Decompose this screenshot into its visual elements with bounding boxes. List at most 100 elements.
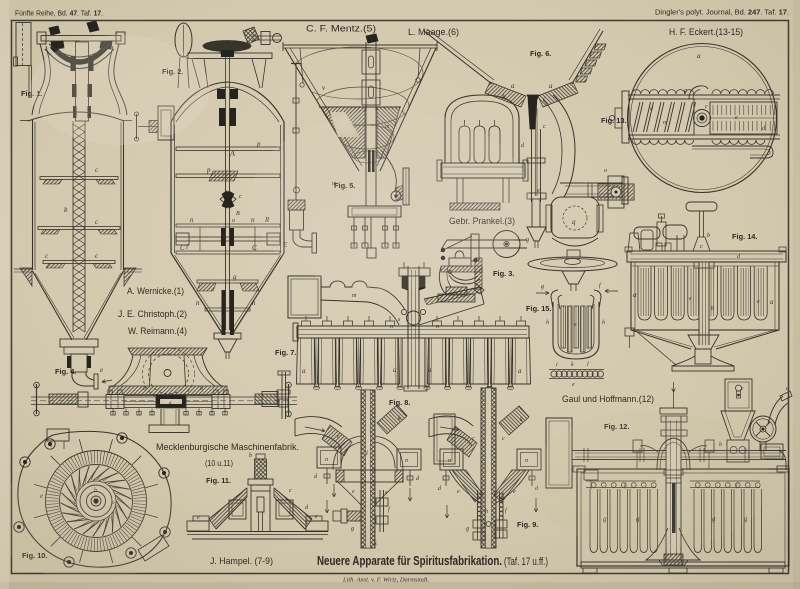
svg-text:Fig. 3.: Fig. 3.	[493, 269, 514, 278]
svg-text:h: h	[546, 320, 549, 326]
svg-text:a: a	[511, 82, 515, 90]
svg-text:e: e	[513, 489, 516, 495]
svg-text:e: e	[735, 115, 738, 121]
svg-text:Lith. Anst. v. F. Wirtz, Darms: Lith. Anst. v. F. Wirtz, Darmstadt.	[342, 578, 429, 584]
svg-text:g: g	[712, 515, 716, 523]
svg-text:Fig. 2.: Fig. 2.	[162, 67, 183, 76]
svg-text:(10 u.11): (10 u.11)	[205, 459, 233, 468]
svg-text:s: s	[398, 317, 401, 323]
svg-text:b: b	[94, 488, 97, 494]
svg-text:e: e	[197, 515, 200, 521]
svg-text:C. F. Mentz.(5): C. F. Mentz.(5)	[306, 24, 376, 34]
svg-text:k: k	[374, 541, 377, 547]
svg-text:c: c	[472, 436, 475, 442]
svg-text:A: A	[229, 149, 235, 158]
svg-text:Fig. 7.: Fig. 7.	[275, 348, 296, 357]
svg-text:a: a	[633, 291, 637, 299]
svg-text:R: R	[264, 216, 270, 224]
svg-text:d: d	[438, 486, 442, 492]
svg-text:b: b	[200, 386, 203, 392]
svg-text:e: e	[572, 382, 575, 388]
svg-text:d: d	[305, 505, 309, 511]
svg-text:s: s	[402, 108, 405, 116]
svg-text:n: n	[405, 458, 408, 464]
svg-text:a: a	[393, 366, 397, 374]
svg-text:g: g	[684, 88, 687, 94]
svg-text:e: e	[681, 561, 684, 567]
svg-text:i: i	[366, 449, 368, 457]
svg-text:g: g	[636, 515, 640, 523]
svg-text:g: g	[351, 526, 354, 532]
svg-text:Fig. 14.: Fig. 14.	[732, 232, 757, 241]
svg-text:b: b	[711, 306, 714, 312]
svg-text:a: a	[697, 52, 701, 60]
svg-text:m: m	[332, 181, 337, 187]
svg-text:i: i	[186, 243, 188, 251]
svg-text:b: b	[502, 93, 506, 101]
svg-text:c: c	[289, 488, 292, 494]
svg-text:n: n	[251, 216, 255, 224]
svg-text:d: d	[762, 126, 766, 132]
svg-text:c: c	[502, 436, 505, 442]
svg-text:H. F. Eckert.(13-15): H. F. Eckert.(13-15)	[669, 27, 743, 37]
svg-text:(Taf. 17 u.ff.): (Taf. 17 u.ff.)	[504, 556, 548, 568]
svg-text:a: a	[770, 298, 774, 306]
svg-text:g: g	[466, 526, 469, 532]
svg-text:e: e	[40, 492, 43, 500]
svg-text:b: b	[64, 206, 68, 214]
svg-text:n: n	[448, 458, 451, 464]
svg-text:n: n	[525, 458, 528, 464]
svg-text:Fig. 13.: Fig. 13.	[601, 116, 626, 125]
svg-text:g: g	[744, 515, 748, 523]
svg-text:B: B	[236, 211, 240, 217]
svg-text:E: E	[282, 241, 288, 249]
svg-text:a: a	[302, 367, 306, 375]
svg-text:c: c	[543, 124, 546, 130]
svg-text:a: a	[549, 82, 553, 90]
svg-text:d: d	[314, 474, 318, 480]
svg-text:a: a	[518, 367, 522, 375]
svg-text:k: k	[398, 416, 401, 422]
svg-text:e: e	[689, 296, 692, 302]
svg-text:a: a	[786, 386, 789, 392]
svg-text:e: e	[457, 489, 460, 495]
svg-text:b: b	[143, 386, 146, 392]
svg-text:d: d	[521, 143, 525, 149]
svg-text:m: m	[663, 120, 668, 126]
svg-text:f: f	[736, 482, 739, 489]
svg-text:e: e	[352, 489, 355, 495]
svg-text:b: b	[707, 233, 710, 239]
svg-text:Fig. 1.: Fig. 1.	[21, 89, 42, 98]
svg-text:d: d	[535, 486, 539, 492]
svg-text:i: i	[543, 97, 545, 103]
svg-text:J. E. Christoph.(2): J. E. Christoph.(2)	[118, 309, 187, 319]
svg-text:Fig. 10.: Fig. 10.	[22, 551, 47, 560]
svg-text:v: v	[322, 84, 326, 92]
svg-text:Fig. 8.: Fig. 8.	[389, 398, 410, 407]
svg-text:Dingler's polyt. Journal, Bd.: Dingler's polyt. Journal, Bd. 247. Taf. …	[655, 10, 789, 17]
svg-text:J. Hampel. (7-9): J. Hampel. (7-9)	[210, 556, 273, 567]
svg-text:e: e	[315, 514, 318, 520]
svg-text:o: o	[112, 501, 115, 506]
svg-text:Mecklenburgische Maschinenfabr: Mecklenburgische Maschinenfabrik.	[156, 442, 299, 453]
svg-text:n: n	[190, 216, 194, 224]
svg-text:d: d	[737, 254, 741, 260]
svg-text:Fig. 4.: Fig. 4.	[55, 367, 76, 376]
svg-text:o: o	[74, 501, 77, 506]
svg-text:i: i	[556, 362, 558, 368]
svg-text:A. Wernicke.(1): A. Wernicke.(1)	[127, 286, 184, 296]
svg-text:h: h	[485, 509, 488, 515]
svg-text:c: c	[337, 434, 340, 440]
svg-text:c: c	[705, 104, 708, 110]
svg-text:Fig. 15.: Fig. 15.	[526, 304, 551, 313]
svg-text:d: d	[416, 476, 420, 482]
svg-text:e: e	[537, 188, 540, 194]
svg-text:c: c	[95, 218, 99, 226]
svg-text:C: C	[180, 244, 185, 252]
svg-text:c: c	[741, 386, 744, 392]
svg-text:o: o	[604, 168, 607, 174]
svg-text:b: b	[249, 453, 252, 459]
svg-text:n: n	[196, 299, 200, 307]
svg-text:Fig. 6.: Fig. 6.	[530, 49, 551, 58]
svg-text:m: m	[385, 124, 390, 130]
